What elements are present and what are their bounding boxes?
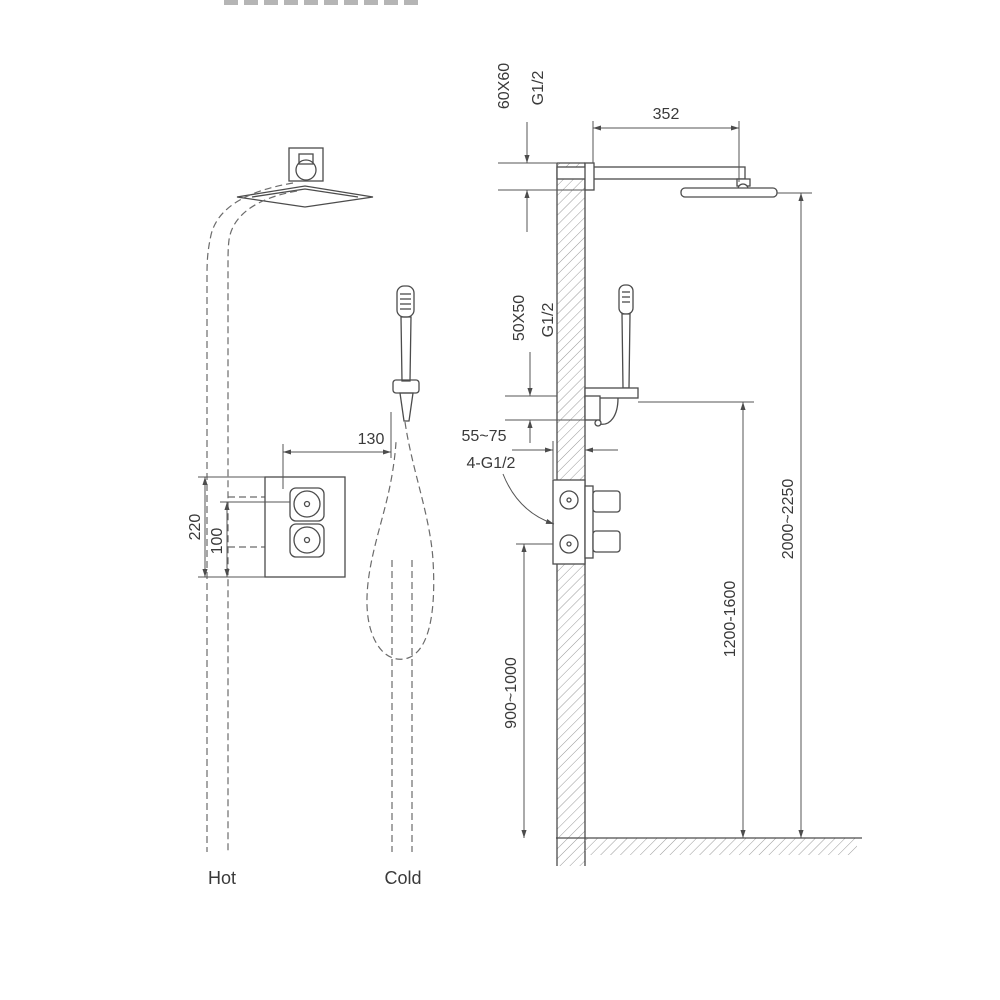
hot-supply-pipe <box>206 182 298 852</box>
dim-2000-2250: 2000~2250 <box>780 479 797 560</box>
front-shower-head <box>236 185 374 208</box>
hand-shower-hose <box>366 421 435 660</box>
floor-line <box>556 837 862 855</box>
dim-352: 352 <box>653 106 680 123</box>
label-hot: Hot <box>208 868 236 888</box>
dim-220: 220 <box>187 514 204 541</box>
dim-130: 130 <box>358 431 385 448</box>
dim-hand-g12: G1/2 <box>540 303 557 338</box>
front-hand-shower <box>392 285 420 422</box>
side-mixer-valve <box>552 479 621 565</box>
dim-55-75: 55~75 <box>462 428 507 445</box>
side-shower-arm <box>556 162 778 198</box>
label-cold: Cold <box>384 868 421 888</box>
dim-60x60: 60X60 <box>496 63 513 109</box>
side-view: 352 60X60 G1/2 50X50 G1/2 55~75 4-G1/2 9… <box>462 63 862 866</box>
dim-900-1000: 900~1000 <box>503 657 520 729</box>
front-dimensions <box>198 412 392 578</box>
front-ceiling-elbow <box>288 147 324 182</box>
dim-1200-1600: 1200-1600 <box>722 581 739 658</box>
dim-50x50: 50X50 <box>511 295 528 341</box>
dim-4-g12: 4-G1/2 <box>467 455 516 472</box>
side-hand-shower <box>584 284 639 427</box>
front-view: 130 220 100 Hot Cold <box>187 147 435 888</box>
cropped-text-top <box>224 0 418 5</box>
side-dimensions <box>498 121 812 838</box>
dim-100: 100 <box>209 528 226 555</box>
dim-head-g12: G1/2 <box>530 71 547 106</box>
cold-supply-pipe <box>391 560 413 852</box>
front-mixer-valve <box>264 476 346 578</box>
